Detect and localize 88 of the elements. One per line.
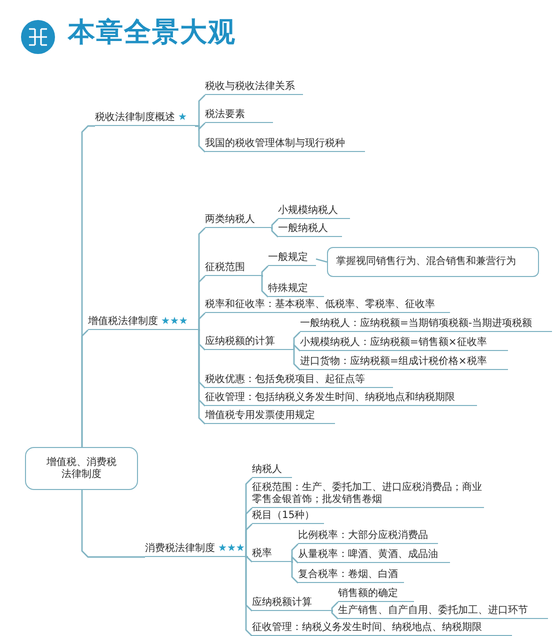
- topic-node: [88, 313, 200, 330]
- topic-label: 征税范围: [205, 262, 245, 274]
- branch-line: [291, 555, 299, 564]
- topic-node: [205, 409, 335, 424]
- topic-label: 复合税率：卷烟、白酒: [298, 569, 398, 581]
- topic-node: [338, 588, 414, 602]
- topic-node: [205, 80, 303, 95]
- topic-node: [205, 261, 263, 276]
- branch-line: [291, 561, 299, 584]
- note-box: [327, 247, 539, 277]
- topic-node: [205, 108, 273, 123]
- topic-label: 税率: [252, 548, 272, 560]
- topic-node: [205, 212, 271, 228]
- topic-label: 增值税、消费税法律制度: [46, 456, 118, 480]
- topic-label: 征收管理：纳税义务发生时间、纳税地点、纳税期限: [252, 622, 482, 634]
- topic-node: [298, 549, 450, 563]
- topic-label: 税法要素: [205, 109, 245, 121]
- branch-line: [195, 125, 206, 153]
- topic-label: 税率和征收率：基本税率、低税率、零税率、征收率: [205, 299, 435, 311]
- topic-label: 税收法律制度概述: [95, 112, 175, 124]
- topic-label: 税目（15种）: [252, 510, 315, 522]
- branch-line: [81, 490, 145, 558]
- topic-label: 征收管理：包括纳税义务发生时间、纳税地点和纳税期限: [205, 392, 455, 404]
- topic-node: [338, 604, 548, 619]
- branch-line: [81, 329, 89, 447]
- topic-label: 小规模纳税人：应纳税额=销售额×征收率: [300, 337, 487, 349]
- topic-label: 应纳税额计算: [252, 597, 312, 609]
- branch-line: [261, 265, 269, 277]
- topic-label: 特殊规定: [268, 283, 308, 295]
- topic-label: 税收与税收法律关系: [205, 81, 295, 93]
- topic-node: [298, 529, 438, 544]
- branch-line: [245, 554, 253, 563]
- topic-node: [252, 548, 293, 562]
- branch-line: [331, 610, 339, 620]
- star-rating: ★★★: [161, 316, 188, 328]
- topic-node: [205, 335, 294, 350]
- branch-line: [316, 258, 328, 263]
- topic-label: 一般纳税人: [278, 223, 328, 235]
- topic-node: [278, 204, 350, 219]
- topic-node: [205, 297, 450, 313]
- branch-line: [331, 601, 339, 612]
- topic-label: 税收优惠：包括免税项目、起征点等: [205, 374, 365, 386]
- topic-label: 我国的税收管理体制与现行税种: [205, 138, 345, 150]
- branch-line: [293, 343, 301, 352]
- topic-node: [205, 136, 365, 152]
- topic-label: 增值税法律制度: [88, 316, 158, 328]
- topic-label: 生产销售、自产自用、委托加工、进口环节: [338, 605, 528, 617]
- topic-node: [205, 372, 393, 388]
- topic-node: [278, 222, 342, 237]
- topic-label: 掌握视同销售行为、混合销售和兼营行为: [336, 256, 516, 268]
- topic-node: [252, 596, 333, 611]
- branch-line: [261, 275, 269, 298]
- topic-node: [252, 510, 324, 524]
- topic-node: [95, 110, 195, 126]
- branch-line: [270, 227, 279, 238]
- topic-label: 征税范围：生产、委托加工、进口应税消费品；商业零售金银首饰；批发销售卷烟: [252, 482, 483, 506]
- topic-label: 进口货物：应纳税额=组成计税价格×税率: [300, 356, 487, 368]
- topic-node: [252, 621, 512, 636]
- topic-node: [205, 391, 477, 406]
- topic-node: [300, 355, 508, 370]
- topic-label: 一般纳税人：应纳税额=当期销项税额-当期进项税额: [300, 318, 532, 330]
- branch-line: [198, 312, 206, 331]
- topic-label: 一般规定: [268, 252, 308, 264]
- page-title: 本章全景大观: [68, 16, 236, 50]
- star-rating: ★★★: [218, 543, 245, 555]
- topic-node: [268, 252, 316, 266]
- topic-node: [300, 317, 552, 332]
- topic-node: [145, 540, 248, 557]
- branch-line: [245, 523, 253, 558]
- topic-label: 销售额的确定: [338, 588, 398, 600]
- topic-label: 纳税人: [252, 464, 282, 476]
- topic-label: 消费税法律制度: [145, 543, 215, 555]
- central-topic-box: [25, 447, 138, 490]
- branch-line: [270, 218, 279, 229]
- branch-line: [198, 329, 206, 425]
- branch-line: [245, 556, 253, 636]
- topic-label: 两类纳税人: [205, 214, 255, 226]
- topic-node: [298, 568, 404, 583]
- topic-label: 从量税率：啤酒、黄酒、成品油: [298, 549, 438, 561]
- topic-label: 小规模纳税人: [278, 205, 338, 217]
- topic-label: 比例税率：大部分应税消费品: [298, 530, 428, 542]
- branch-line: [293, 349, 301, 371]
- topic-label: 应纳税额的计算: [205, 336, 275, 348]
- topic-node: [268, 282, 324, 297]
- star-rating: ★: [178, 112, 187, 124]
- topic-node: [300, 336, 508, 351]
- topic-label: 增值税专用发票使用规定: [205, 410, 315, 422]
- topic-node: [252, 464, 292, 478]
